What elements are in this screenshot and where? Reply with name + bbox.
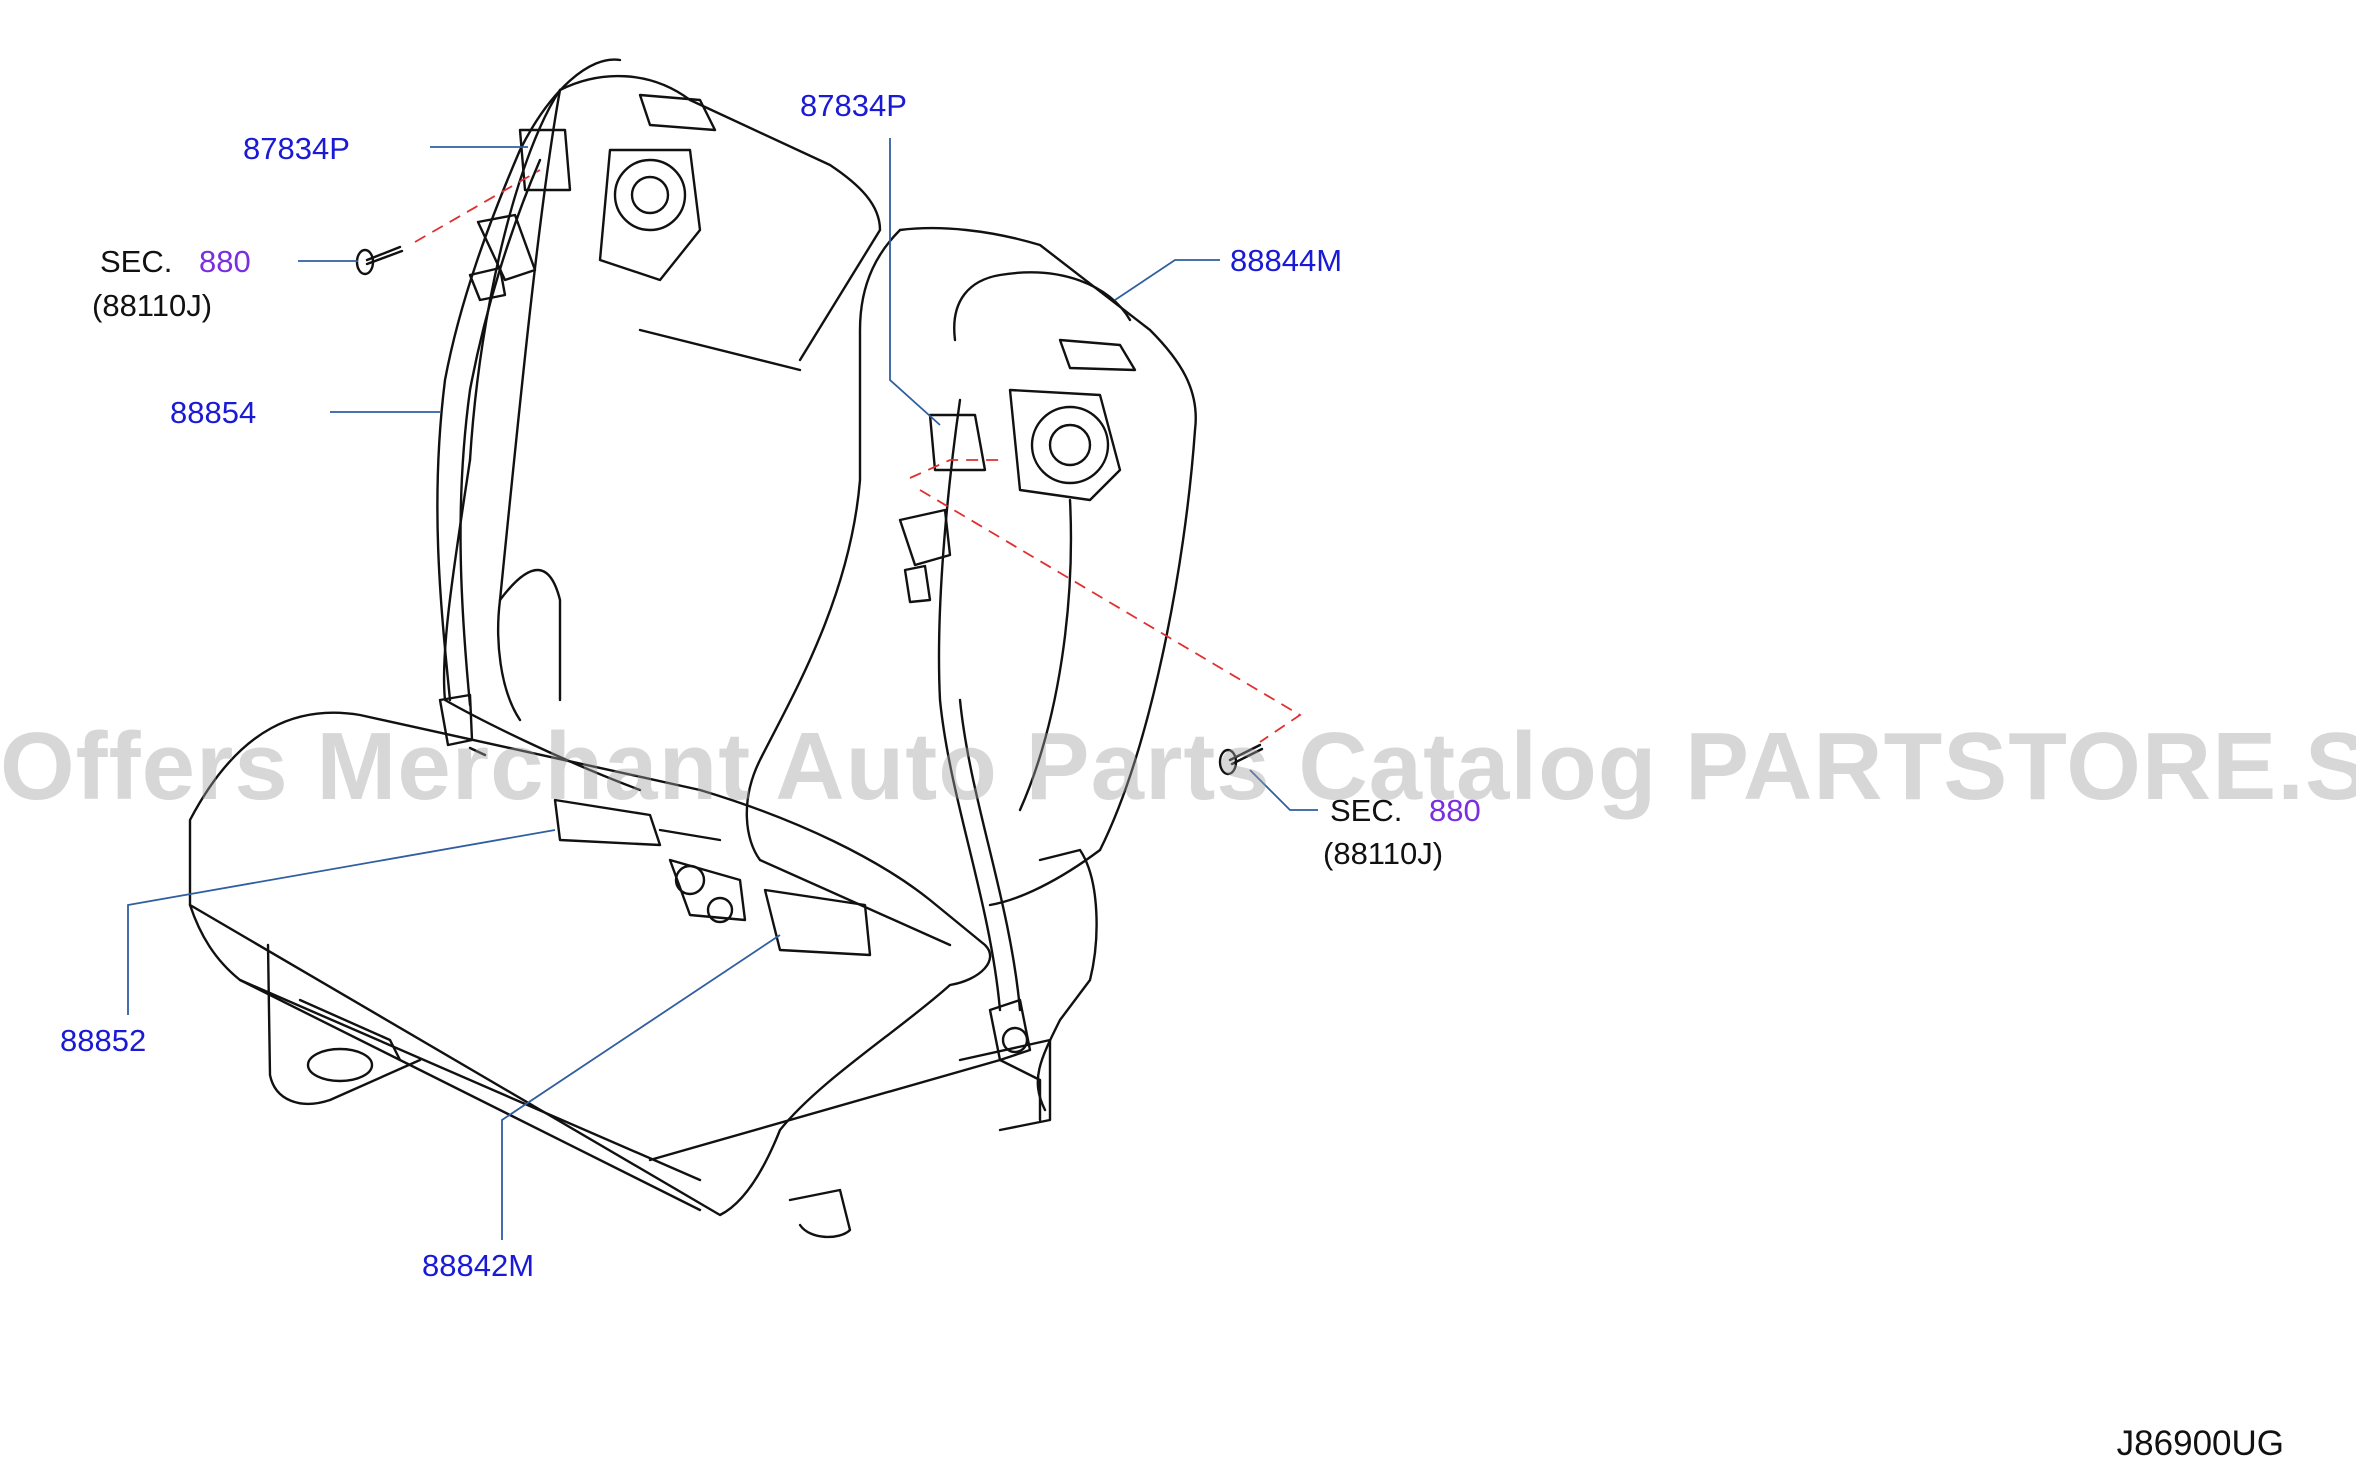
bolt-alignment-lines — [414, 169, 1302, 743]
section-sub-left: (88110J) — [92, 288, 213, 323]
label-88842m[interactable]: 88842M — [422, 1248, 535, 1283]
section-ref-right: SEC. 880 — [1330, 795, 1481, 826]
right-seatback-top — [898, 226, 1197, 852]
label-88844m[interactable]: 88844M — [1230, 243, 1343, 278]
right-belt-guide — [928, 413, 987, 472]
right-lower-anchor — [988, 998, 1032, 1062]
left-tongue-plate — [476, 213, 537, 282]
right-seatback-outline — [745, 228, 952, 947]
right-belt-webbing — [937, 398, 1002, 1012]
watermark: Offers Merchant Auto Parts Catalog PARTS… — [0, 713, 2356, 820]
left-belt-guide — [518, 128, 572, 192]
left-seatback-outline — [468, 74, 882, 462]
left-belt-webbing — [436, 58, 622, 702]
left-retractor — [598, 93, 717, 282]
label-87834p-left[interactable]: 87834P — [243, 131, 350, 166]
seat-cushion-outline — [188, 711, 992, 1217]
section-sub-right: (88110J) — [1323, 836, 1444, 871]
left-lower-anchor — [438, 693, 474, 747]
label-87834p-right[interactable]: 87834P — [800, 88, 907, 123]
label-88854[interactable]: 88854 — [170, 395, 257, 430]
section-prefix: SEC. — [1330, 793, 1403, 828]
leader-lines — [127, 138, 1318, 1240]
label-88852[interactable]: 88852 — [60, 1023, 147, 1058]
left-buckle — [553, 798, 662, 847]
right-tongue-plate — [898, 508, 952, 567]
section-number-link[interactable]: 880 — [198, 244, 251, 279]
section-number-link[interactable]: 880 — [1428, 793, 1481, 828]
section-ref-left: SEC. 880 — [100, 246, 251, 277]
section-prefix: SEC. — [100, 244, 173, 279]
seat-frame — [266, 943, 422, 1105]
left-seatback-edge — [497, 88, 562, 722]
right-buckle — [763, 888, 872, 957]
diagram-code: J86900UG — [2116, 1424, 2284, 1463]
buckle-anchor-bolts — [668, 858, 747, 924]
right-retractor — [1008, 338, 1137, 502]
